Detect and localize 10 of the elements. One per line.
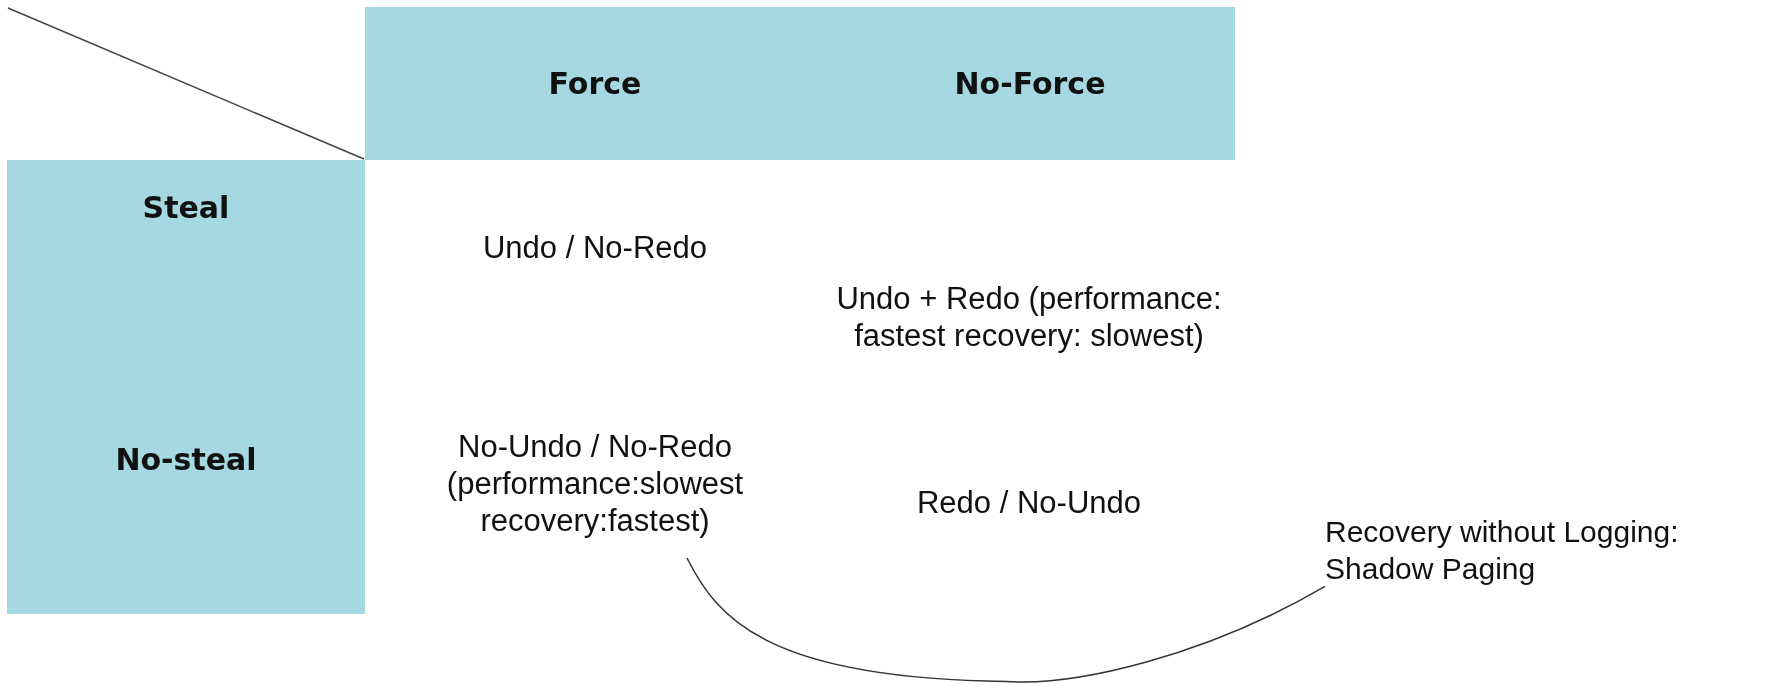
strategy-text: Undo / No-Redo — [395, 222, 795, 272]
strategy-text: Undo + Redo (performance: fastest recovery: slowest) — [829, 250, 1229, 384]
annotation-note: Recovery without Logging: Shadow Paging — [1325, 498, 1765, 602]
strategy-text: Redo / No-Undo — [829, 477, 1229, 527]
column-header: No-Force — [825, 7, 1235, 160]
row-header: Steal — [7, 160, 365, 420]
strategy-text: No-Undo / No-Redo (performance:slowest recovery:fastest) — [395, 408, 795, 558]
column-header: Force — [365, 7, 825, 160]
row-header: No-steal — [7, 420, 365, 614]
leader-line — [686, 557, 1326, 683]
